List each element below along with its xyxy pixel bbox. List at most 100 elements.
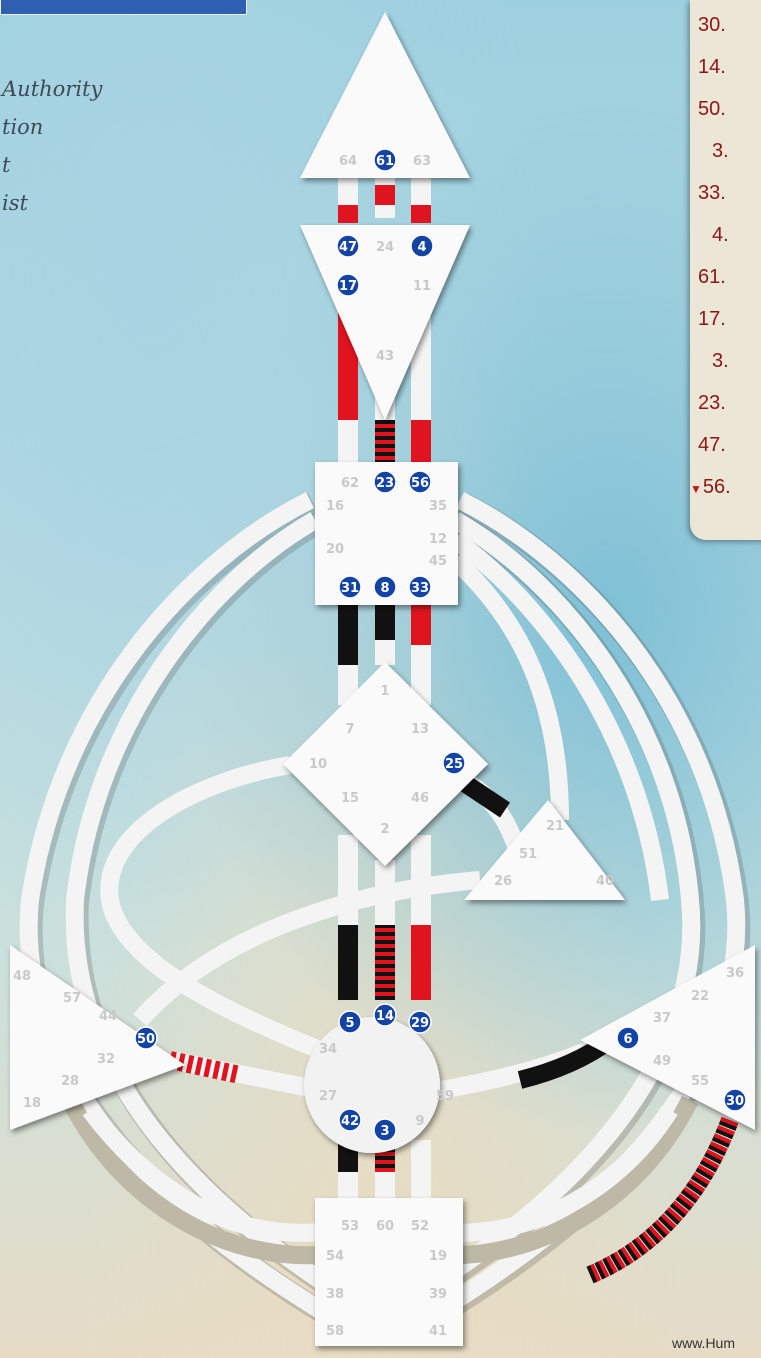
gate-10[interactable]: 10 [309,757,327,772]
gate-43[interactable]: 43 [376,349,394,364]
svg-text:12: 12 [429,532,447,547]
gate-19[interactable]: 19 [429,1249,447,1264]
gate-17[interactable]: 17 [337,274,359,296]
gate-16[interactable]: 16 [326,499,344,514]
svg-text:15: 15 [341,791,359,806]
svg-text:35: 35 [429,499,447,514]
expand-arrow-icon[interactable]: ▼ [690,482,702,496]
gate-26[interactable]: 26 [494,874,512,889]
gate-39[interactable]: 39 [429,1287,447,1302]
gate-55[interactable]: 55 [691,1074,709,1089]
gate-42[interactable]: 42 [339,1109,361,1131]
gate-38[interactable]: 38 [326,1287,344,1302]
gate-59[interactable]: 59 [436,1089,454,1104]
gate-8[interactable]: 8 [374,576,396,598]
svg-text:60: 60 [376,1219,394,1234]
gate-51[interactable]: 51 [519,847,537,862]
gate-54[interactable]: 54 [326,1249,344,1264]
svg-text:45: 45 [429,554,447,569]
gate-33[interactable]: 33 [409,576,431,598]
gate-35[interactable]: 35 [429,499,447,514]
gate-25[interactable]: 25 [443,752,465,774]
svg-text:43: 43 [376,349,394,364]
gate-61[interactable]: 61 [374,149,396,171]
gate-40[interactable]: 40 [596,874,614,889]
gate-14[interactable]: 14 [374,1004,396,1026]
svg-text:25: 25 [445,757,463,772]
svg-text:32: 32 [97,1052,115,1067]
gate-46[interactable]: 46 [411,791,429,806]
planet-activation-panel: 30. 14. 50. 3. 33. 4. 61. 17. 3. 23. 47.… [690,0,761,540]
gate-27[interactable]: 27 [319,1089,337,1104]
gate-60[interactable]: 60 [376,1219,394,1234]
svg-text:9: 9 [415,1114,424,1129]
gate-41[interactable]: 41 [429,1324,447,1339]
gate-4[interactable]: 4 [411,235,433,257]
svg-text:64: 64 [339,154,357,169]
svg-text:26: 26 [494,874,512,889]
gate-62[interactable]: 62 [341,476,359,491]
svg-text:46: 46 [411,791,429,806]
svg-text:44: 44 [99,1009,117,1024]
gate-34[interactable]: 34 [319,1042,337,1057]
gate-15[interactable]: 15 [341,791,359,806]
gate-9[interactable]: 9 [415,1114,424,1129]
activation-row: 17. [698,308,761,331]
gate-12[interactable]: 12 [429,532,447,547]
gate-32[interactable]: 32 [97,1052,115,1067]
activation-row: 14. [698,56,761,79]
svg-text:36: 36 [726,966,744,981]
gate-64[interactable]: 64 [339,154,357,169]
gate-57[interactable]: 57 [63,991,81,1006]
gate-23[interactable]: 23 [374,471,396,493]
gate-11[interactable]: 11 [413,279,431,294]
activation-row: 50. [698,98,761,121]
gate-45[interactable]: 45 [429,554,447,569]
gate-29[interactable]: 29 [409,1011,431,1033]
gate-56[interactable]: 56 [409,471,431,493]
gate-1[interactable]: 1 [380,684,389,699]
gate-30[interactable]: 30 [724,1089,746,1111]
gate-2[interactable]: 2 [380,822,389,837]
gate-37[interactable]: 37 [653,1011,671,1026]
gate-18[interactable]: 18 [23,1096,41,1111]
gate-7[interactable]: 7 [345,722,354,737]
gate-50[interactable]: 50 [135,1027,157,1049]
svg-text:58: 58 [326,1324,344,1339]
gate-24[interactable]: 24 [376,240,394,255]
gate-3[interactable]: 3 [374,1119,396,1141]
gate-31[interactable]: 31 [339,576,361,598]
gate-21[interactable]: 21 [546,819,564,834]
gate-28[interactable]: 28 [61,1074,79,1089]
gate-58[interactable]: 58 [326,1324,344,1339]
svg-text:59: 59 [436,1089,454,1104]
gate-5[interactable]: 5 [339,1011,361,1033]
svg-text:50: 50 [137,1032,155,1047]
gate-22[interactable]: 22 [691,989,709,1004]
gate-47[interactable]: 47 [337,235,359,257]
gate-36[interactable]: 36 [726,966,744,981]
svg-text:63: 63 [413,154,431,169]
svg-text:4: 4 [417,240,426,255]
website-footer[interactable]: www.Hum [672,1335,735,1351]
gate-44[interactable]: 44 [99,1009,117,1024]
gate-20[interactable]: 20 [326,542,344,557]
svg-text:29: 29 [411,1016,429,1031]
svg-text:28: 28 [61,1074,79,1089]
gate-48[interactable]: 48 [13,969,31,984]
svg-text:61: 61 [376,154,394,169]
activation-row[interactable]: ▼56. [690,476,760,499]
svg-text:20: 20 [326,542,344,557]
gate-13[interactable]: 13 [411,722,429,737]
activation-row: 3. [712,350,761,373]
sacral-center [304,1017,440,1153]
gate-63[interactable]: 63 [413,154,431,169]
gate-53[interactable]: 53 [341,1219,359,1234]
gate-6[interactable]: 6 [617,1027,639,1049]
svg-text:47: 47 [339,240,357,255]
svg-text:37: 37 [653,1011,671,1026]
gate-52[interactable]: 52 [411,1219,429,1234]
svg-text:30: 30 [726,1094,744,1109]
gate-49[interactable]: 49 [653,1054,671,1069]
